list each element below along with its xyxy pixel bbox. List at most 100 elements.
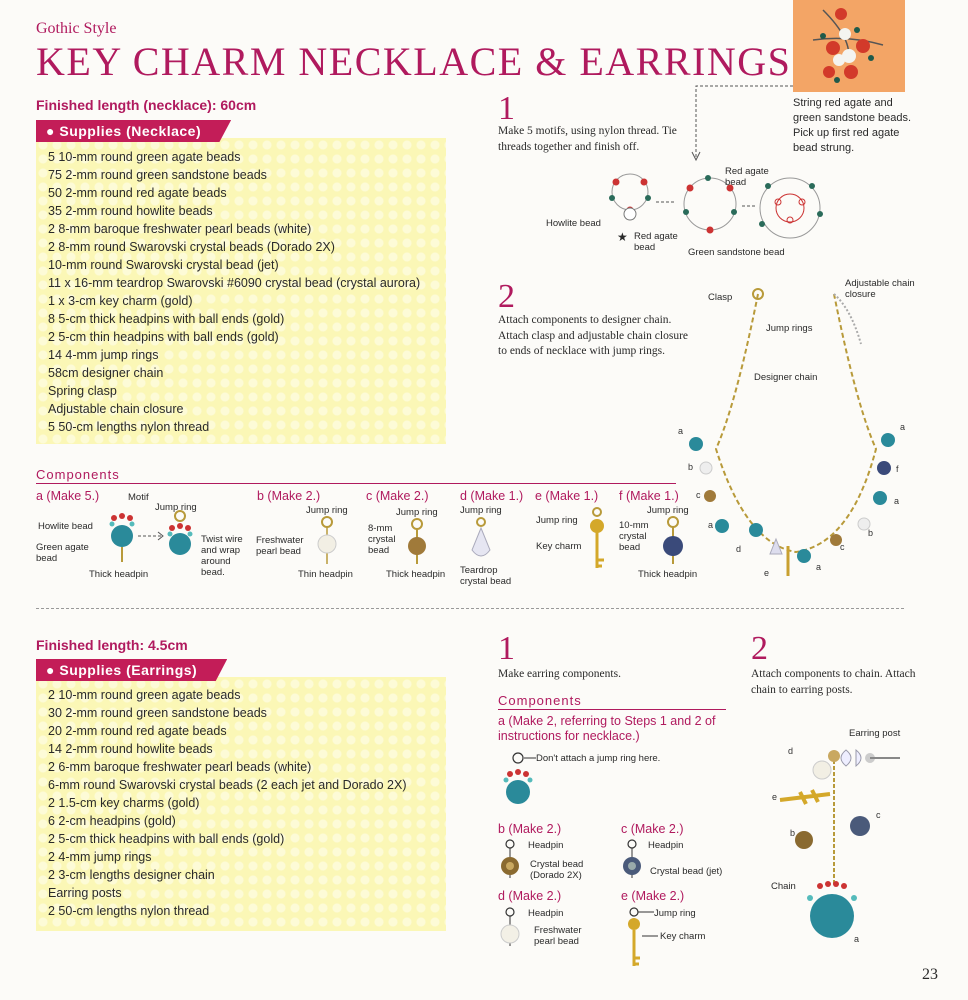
components-rule <box>36 483 676 484</box>
supply-item: 75 2-mm round green sandstone beads <box>48 168 267 182</box>
label-headpin-c: Headpin <box>648 840 684 851</box>
component-f-drawing <box>663 516 683 564</box>
component-e-drawing <box>590 507 604 568</box>
photo-caption: String red agate and green sandstone bea… <box>793 97 912 154</box>
motif-photo-image <box>793 0 905 92</box>
label-red-agate-bottom: Red agate bead <box>634 231 678 253</box>
label-motif: Motif <box>128 492 149 503</box>
style-label: Gothic Style <box>36 20 117 37</box>
supply-item: 30 2-mm round green sandstone beads <box>48 706 267 720</box>
component-a-drawing <box>109 510 193 562</box>
supply-item: 2 5-cm thin headpins with ball ends (gol… <box>48 330 279 344</box>
supply-item: 5 50-cm lengths nylon thread <box>48 420 210 434</box>
supply-item: Earring posts <box>48 886 122 900</box>
necklace-diagram: a a b f c a a b d e c a <box>678 288 905 578</box>
label-jump-rings: Jump rings <box>766 323 813 334</box>
section-divider <box>36 608 904 609</box>
necklace-step2-text: Attach components to designer chain. Att… <box>498 314 688 357</box>
label-teardrop: Teardrop crystal bead <box>460 565 512 587</box>
label-crystal-b: Crystal bead (Dorado 2X) <box>530 859 584 881</box>
supply-item: 2 4-mm jump rings <box>48 850 152 864</box>
supply-item: 2 5-cm thick headpins with ball ends (go… <box>48 832 285 846</box>
necklace-letter: b <box>868 528 873 538</box>
label-chain: Chain <box>771 881 796 892</box>
necklace-letter: c <box>840 542 845 552</box>
supply-item: Spring clasp <box>48 384 117 398</box>
earrings-component-c-head: c (Make 2.) <box>621 822 684 836</box>
necklace-letter: b <box>688 462 693 472</box>
supply-item: 2 6-mm baroque freshwater pearl beads (w… <box>48 760 312 774</box>
label-jump-ring-b: Jump ring <box>306 505 348 516</box>
earrings-supplies-list: 2 10-mm round green agate beads 30 2-mm … <box>48 686 407 920</box>
component-f-head: f (Make 1.) <box>619 489 679 503</box>
label-jump-ring-d: Jump ring <box>460 505 502 516</box>
earrings-component-a-drawing <box>503 752 536 804</box>
label-red-agate-top: Red agate bead <box>725 166 769 188</box>
earrings-step1-number: 1 <box>498 630 515 667</box>
page-number: 23 <box>922 966 938 983</box>
label-crystal-c: 8-mm crystal bead <box>368 523 396 556</box>
earring-letter: a <box>854 934 859 944</box>
label-thick-headpin-a: Thick headpin <box>89 569 149 580</box>
supply-item: 2 1.5-cm key charms (gold) <box>48 796 200 810</box>
necklace-supplies-tab-label: Supplies (Necklace) <box>59 123 202 139</box>
label-designer-chain: Designer chain <box>754 372 818 383</box>
label-jump-ring-a: Jump ring <box>155 502 197 513</box>
necklace-step1-number: 1 <box>498 90 515 127</box>
earrings-component-c-drawing <box>623 839 641 878</box>
photo-pointer-arrow <box>691 85 793 162</box>
label-twist-wire: Twist wire and wrap around bead. <box>201 534 243 578</box>
motif-photo <box>793 0 905 92</box>
necklace-step2-number: 2 <box>498 278 515 315</box>
necklace-supplies-tab: ● Supplies (Necklace) <box>36 120 232 142</box>
necklace-letter: a <box>708 520 713 530</box>
earring-letter: c <box>876 810 881 820</box>
component-a-head: a (Make 5.) <box>36 489 100 503</box>
necklace-letter: f <box>896 464 899 474</box>
earring-letter: d <box>788 746 793 756</box>
supply-item: Adjustable chain closure <box>48 402 184 416</box>
supply-item: 35 2-mm round howlite beads <box>48 204 213 218</box>
label-crystal-jet: Crystal bead (jet) <box>650 866 723 877</box>
earrings-components-title: Components <box>498 693 582 708</box>
necklace-letter: a <box>816 562 821 572</box>
necklace-letter: a <box>900 422 905 432</box>
label-key-charm-earring: Key charm <box>660 931 706 942</box>
label-adjustable-closure: Adjustable chain closure <box>845 278 915 300</box>
label-jump-ring-f: Jump ring <box>647 505 689 516</box>
label-clasp: Clasp <box>708 292 733 303</box>
supply-item: 14 4-mm jump rings <box>48 348 159 362</box>
label-pearl-d: Freshwater pearl bead <box>534 925 582 947</box>
supply-item: 10-mm round Swarovski crystal bead (jet) <box>48 258 279 272</box>
necklace-letter: e <box>764 568 769 578</box>
earrings-component-d-drawing <box>500 907 520 946</box>
earrings-step1-text: Make earring components. <box>498 668 621 680</box>
necklace-components-title: Components <box>36 467 120 482</box>
supply-item: 2 10-mm round green agate beads <box>48 688 241 702</box>
earrings-step2-number: 2 <box>751 630 768 667</box>
label-earring-post: Earring post <box>849 728 901 739</box>
page-title: KEY CHARM NECKLACE & EARRINGS <box>36 39 792 84</box>
earrings-supplies-tab-label: Supplies (Earrings) <box>59 662 198 678</box>
component-b-head: b (Make 2.) <box>257 489 321 503</box>
label-headpin-b: Headpin <box>528 840 564 851</box>
label-thick-headpin-f: Thick headpin <box>638 569 698 580</box>
earrings-component-e-head: e (Make 2.) <box>621 889 685 903</box>
label-key-charm: Key charm <box>536 541 582 552</box>
earrings-step2-text: Attach components to chain. Attach chain… <box>751 668 916 696</box>
supply-item: 58cm designer chain <box>48 366 164 380</box>
label-thick-headpin-c: Thick headpin <box>386 569 446 580</box>
supply-item: 20 2-mm round red agate beads <box>48 724 227 738</box>
earrings-finished-length: Finished length: 4.5cm <box>36 637 188 653</box>
supply-item: 14 2-mm round howlite beads <box>48 742 213 756</box>
necklace-letter: a <box>678 426 683 436</box>
earrings-component-a-head: a (Make 2, referring to Steps 1 and 2 of… <box>498 714 716 743</box>
earrings-supplies-box <box>36 677 446 931</box>
supply-item: 50 2-mm round red agate beads <box>48 186 227 200</box>
supply-item: 2 50-cm lengths nylon thread <box>48 904 210 918</box>
supply-item: 6-mm round Swarovski crystal beads (2 ea… <box>48 778 407 792</box>
supply-item: 5 10-mm round green agate beads <box>48 150 241 164</box>
label-jump-ring-c: Jump ring <box>396 507 438 518</box>
supply-item: 11 x 16-mm teardrop Swarovski #6090 crys… <box>48 276 421 290</box>
component-c-drawing <box>408 518 426 564</box>
